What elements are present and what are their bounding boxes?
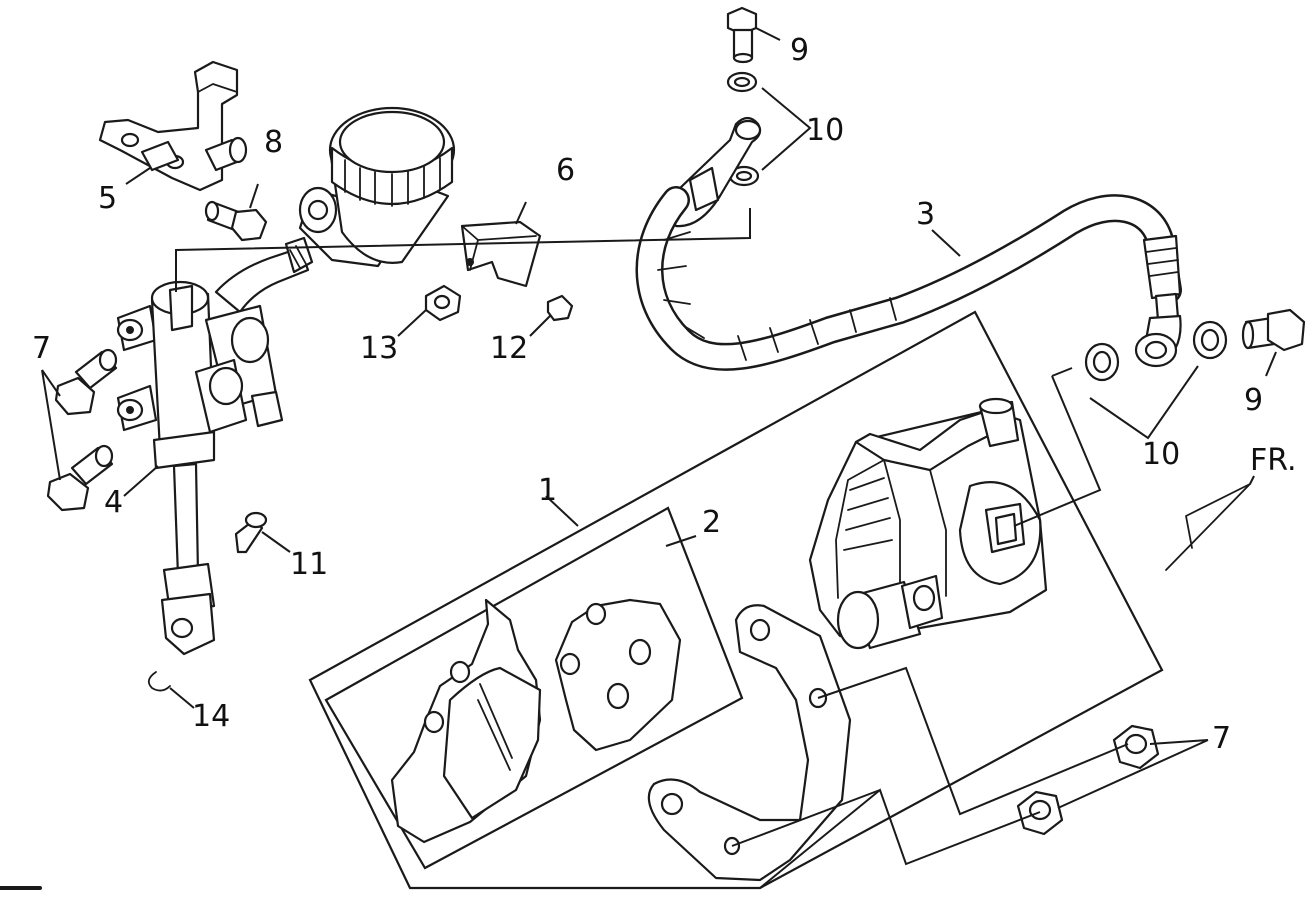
brake-fluid-reservoir	[298, 106, 456, 268]
front-direction-label: FR.	[1250, 443, 1297, 478]
callout-4: 4	[104, 485, 123, 520]
front-direction-arrow	[1165, 483, 1251, 571]
part-5-mounting-bracket	[98, 60, 248, 192]
part-8-bolt	[204, 200, 268, 242]
part-2-brake-pads	[390, 598, 682, 844]
callout-7-right: 7	[1212, 721, 1231, 756]
part-11-pin	[234, 511, 268, 554]
callout-10-top: 10	[806, 113, 844, 148]
part-12-small-nut	[546, 294, 574, 322]
callout-9-right: 9	[1244, 383, 1263, 418]
callout-3: 3	[916, 197, 935, 232]
caliper-mounting-bracket	[647, 604, 852, 882]
part-3-brake-hose	[635, 116, 1182, 371]
part-10-washers-top	[726, 71, 760, 187]
part-7-bolt-upper-left	[54, 348, 118, 416]
callout-1: 1	[538, 473, 557, 508]
part-9-banjo-bolt-top	[726, 6, 758, 64]
part-13-nut	[424, 284, 462, 322]
part-7-bolt-upper-right	[1112, 724, 1160, 770]
callout-12: 12	[490, 331, 528, 366]
callout-5: 5	[98, 181, 117, 216]
part-14-clip	[147, 671, 171, 692]
callout-7-left: 7	[32, 331, 51, 366]
callout-10-right: 10	[1142, 437, 1180, 472]
part-4-master-cylinder	[116, 236, 314, 656]
leader-lines	[41, 27, 1277, 889]
callout-2: 2	[702, 505, 721, 540]
part-9-banjo-bolt-right	[1241, 308, 1306, 352]
part-10-washers-right	[1084, 320, 1228, 382]
callout-8: 8	[264, 125, 283, 160]
brake-caliper-body	[808, 397, 1048, 650]
callout-11: 11	[290, 547, 328, 582]
callout-6: 6	[556, 153, 575, 188]
part-7-bolt-lower-left	[46, 444, 114, 512]
callout-14: 14	[192, 699, 230, 734]
brake-pad-set-frame	[324, 506, 744, 870]
callout-13: 13	[360, 331, 398, 366]
caliper-assembly-frame	[308, 310, 1164, 890]
part-6-hose-bracket	[460, 220, 542, 288]
callout-9-top: 9	[790, 33, 809, 68]
